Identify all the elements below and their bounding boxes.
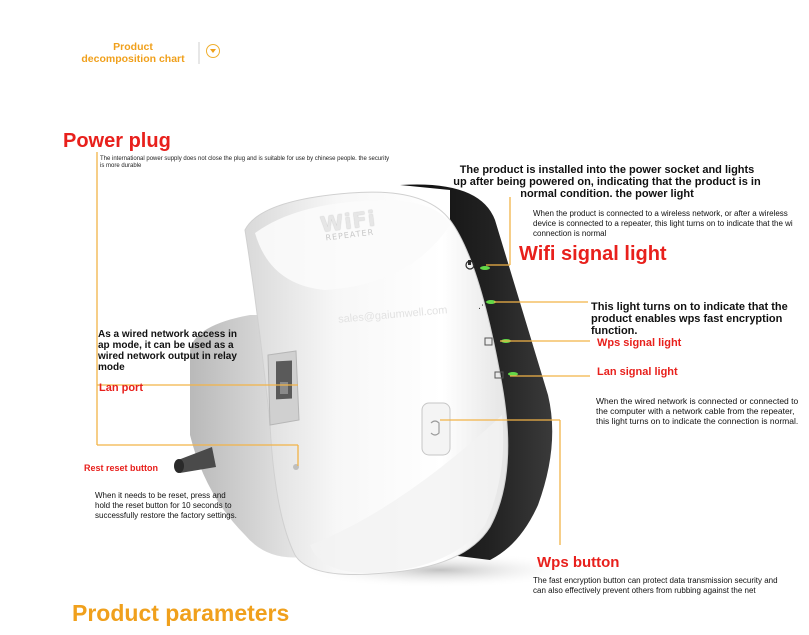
lan-port-desc: As a wired network access in ap mode, it… — [98, 329, 237, 373]
wps-button-shape — [421, 402, 451, 456]
reset-button-desc: When it needs to be reset, press and hol… — [95, 491, 237, 520]
wps-button-desc: The fast encryption button can protect d… — [533, 576, 778, 595]
plug-pin — [178, 447, 216, 473]
lan-light-desc: When the wired network is connected or c… — [596, 396, 799, 426]
lan-port-title: Lan port — [99, 382, 143, 394]
svg-text:⋰: ⋰ — [478, 301, 487, 311]
reset-button-title: Rest reset button — [84, 463, 159, 473]
header-title-line1: Product — [113, 41, 153, 53]
chevron-down-icon[interactable] — [206, 44, 220, 58]
power-led — [480, 266, 490, 270]
header-title-line2: decomposition chart — [81, 53, 185, 65]
lan-led — [508, 372, 518, 376]
lan-light-title: Lan signal light — [597, 366, 678, 378]
wifi-repeater-illustration: ⋰ — [174, 184, 570, 588]
header-divider — [198, 42, 200, 64]
power-plug-desc: The international power supply does not … — [100, 156, 390, 169]
wifi-led — [486, 300, 496, 304]
wps-light-desc: This light turns on to indicate that the… — [591, 301, 788, 337]
wifi-light-desc: When the product is connected to a wirel… — [533, 209, 793, 238]
power-plug-title: Power plug — [63, 130, 171, 152]
wps-light-title: Wps signal light — [597, 337, 682, 349]
power-light-desc: The product is installed into the power … — [453, 164, 761, 200]
wifi-light-title: Wifi signal light — [519, 243, 667, 265]
lan-port — [267, 350, 300, 426]
product-parameters-title: Product parameters — [72, 600, 290, 626]
wps-button-title: Wps button — [537, 554, 620, 571]
section-header: Product decomposition chart — [72, 41, 194, 65]
